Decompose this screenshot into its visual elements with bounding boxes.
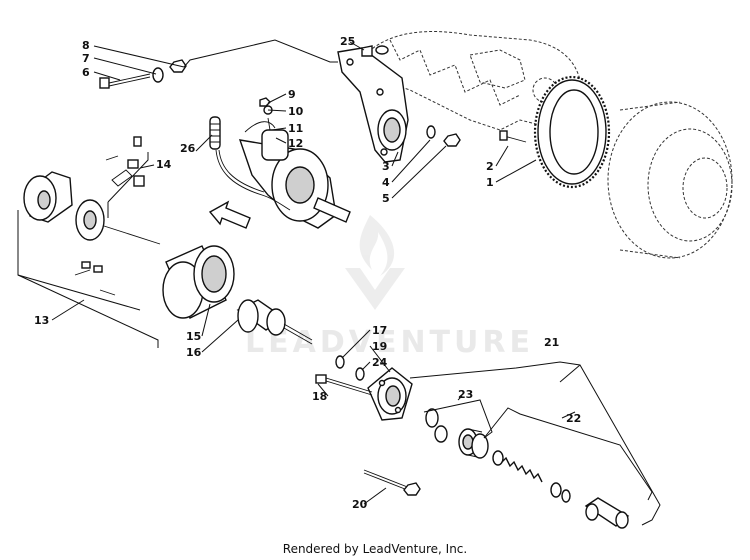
callout-12: 12: [288, 137, 303, 150]
drive-washer-pair: [425, 408, 448, 443]
callout-6: 6: [82, 66, 90, 79]
solenoid-terminal-nut: [259, 97, 271, 107]
callout-10: 10: [288, 105, 304, 118]
bracket-washer: [426, 125, 436, 139]
brush-plate: [75, 199, 161, 245]
callout-4: 4: [382, 176, 390, 189]
callout-15: 15: [186, 330, 201, 343]
callout-17: 17: [372, 324, 387, 337]
group-bracket-13: [17, 152, 159, 348]
drive-spring: [492, 450, 543, 483]
callout-26: 26: [180, 142, 196, 155]
callout-2: 2: [486, 160, 494, 173]
callout-24: 24: [372, 356, 388, 369]
callout-16: 16: [186, 346, 202, 359]
leader-lines: [51, 39, 537, 505]
lock-washer: [152, 67, 164, 83]
ring-gear-bolt: [499, 130, 527, 143]
group-bracket-23: [423, 395, 493, 439]
starter-motor-assembly: [238, 117, 351, 229]
leadventure-watermark: LEADVENTURE: [245, 215, 534, 360]
callout-23: 23: [458, 388, 473, 401]
armature: [236, 299, 313, 345]
callout-14: 14: [156, 158, 172, 171]
callout-11: 11: [288, 122, 303, 135]
callout-8: 8: [82, 39, 90, 52]
footer-credit: Rendered by LeadVenture, Inc.: [282, 542, 468, 556]
through-bolt-long: [363, 469, 421, 496]
drive-end-housing: [367, 367, 413, 421]
brush-springs: [74, 261, 116, 296]
bracket-nut: [443, 133, 461, 147]
bracket-bolt-25: [361, 45, 389, 57]
direction-arrow-icon: [208, 200, 251, 229]
field-frame-housing: [162, 245, 235, 319]
watermark-text: LEADVENTURE: [245, 325, 534, 360]
callout-20: 20: [352, 498, 368, 511]
drive-clutch: [607, 101, 733, 259]
brush-holder-parts: [105, 136, 145, 187]
thrust-washer: [335, 355, 345, 369]
callout-3: 3: [382, 160, 390, 173]
callout-19: 19: [372, 340, 387, 353]
callout-21: 21: [544, 336, 559, 349]
callout-labels: 8 7 6 25 9 10 11 12 26 14 3 4 5 2 1 13 1…: [34, 35, 581, 511]
callout-5: 5: [382, 192, 390, 205]
group-bracket-21: [409, 361, 661, 526]
callout-9: 9: [288, 88, 296, 101]
callout-7: 7: [82, 52, 90, 65]
stop-collar: [550, 482, 571, 503]
callout-18: 18: [312, 390, 327, 403]
ring-gear: [533, 75, 611, 189]
starter-cable: [209, 116, 291, 211]
callout-1: 1: [486, 176, 494, 189]
through-bolt-short: [315, 374, 373, 396]
end-cover: [23, 171, 73, 223]
group-bracket-22: [483, 407, 653, 501]
callout-25: 25: [340, 35, 355, 48]
pinion-gear: [458, 428, 489, 459]
callout-13: 13: [34, 314, 49, 327]
spacer-washer: [355, 367, 365, 381]
callout-22: 22: [566, 412, 581, 425]
starter-mounting-bracket: [337, 47, 409, 163]
drive-sleeve: [584, 497, 630, 529]
starter-cap-screw: [99, 73, 151, 89]
